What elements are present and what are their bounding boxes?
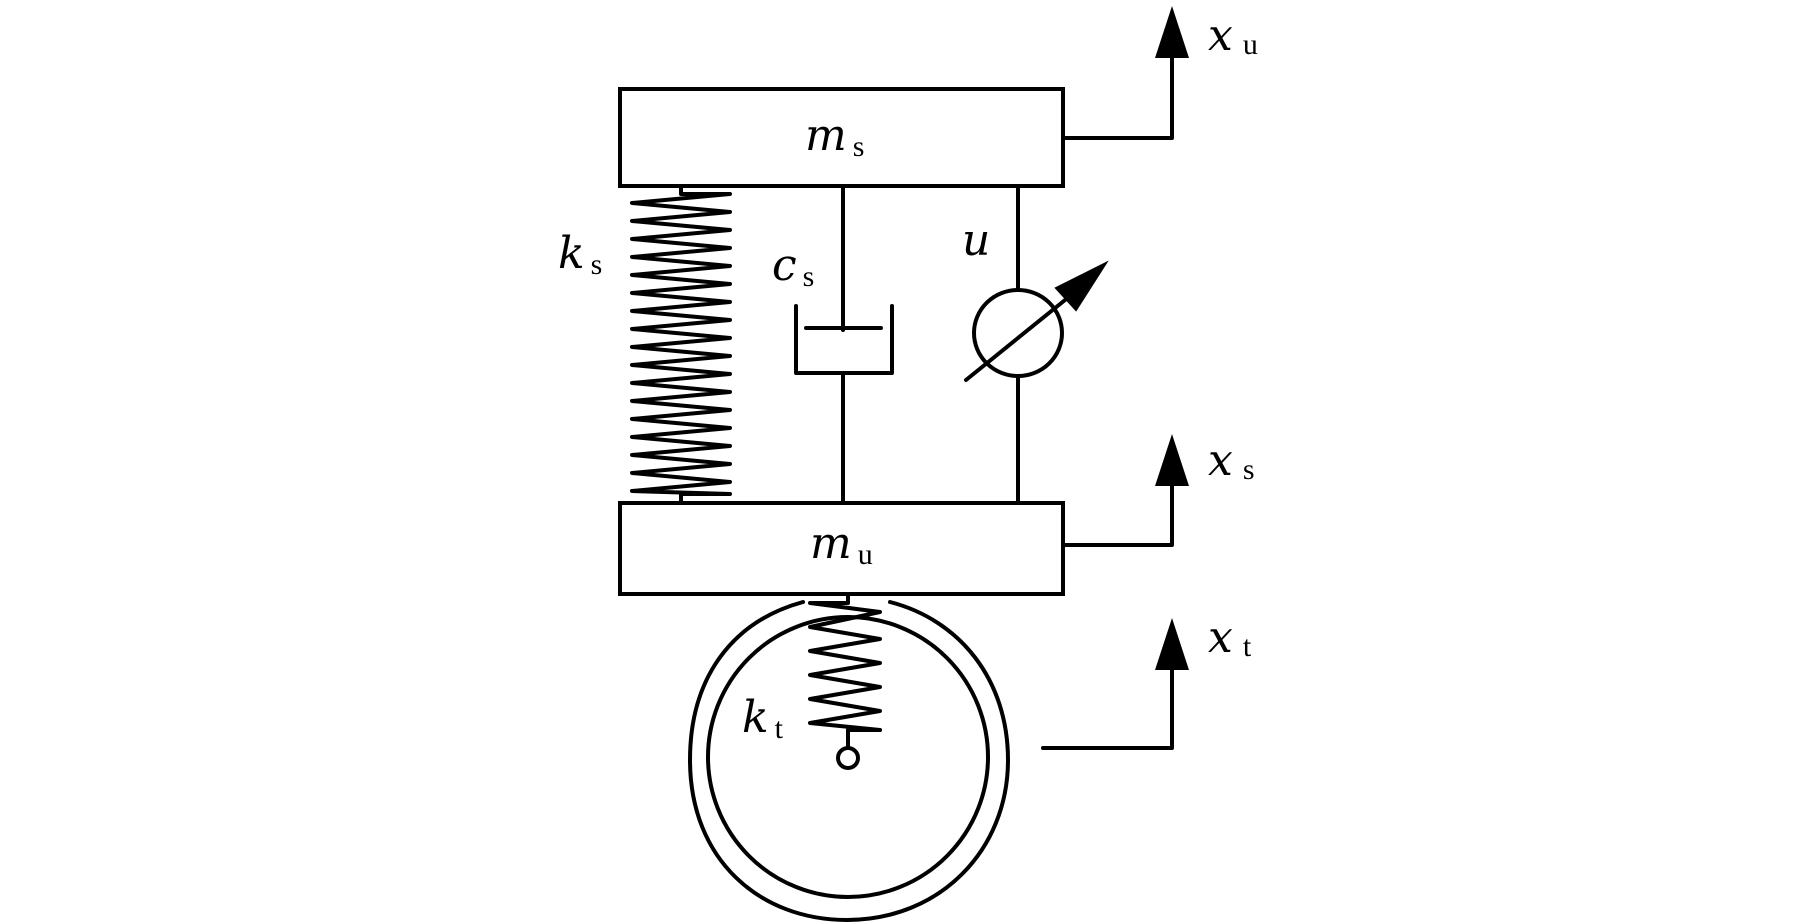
displacement-arrow-middle [1061, 434, 1189, 547]
actuator-label: u [962, 215, 990, 266]
sprung-mass-block [618, 87, 1065, 188]
actuator-arrowhead [1054, 260, 1109, 312]
actuator [964, 184, 1109, 505]
displacement-arrow-bottom [1041, 618, 1189, 750]
tire-spring [808, 592, 882, 750]
unsprung-mass-block [618, 501, 1065, 596]
displacement-arrow-top [1061, 6, 1189, 140]
damper [794, 184, 894, 505]
wheel-hub [836, 746, 860, 770]
suspension-spring [630, 184, 732, 505]
